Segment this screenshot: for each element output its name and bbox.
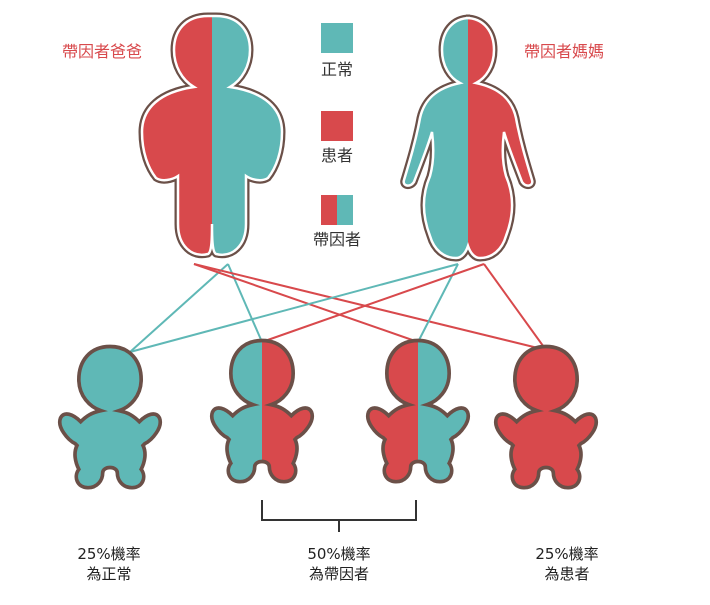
- line-mother-affected-to-child4: [483, 263, 547, 351]
- mother-figure: [390, 0, 548, 270]
- baby-carrier-1: [209, 338, 315, 484]
- legend-carrier-swatch-red: [321, 195, 337, 225]
- outcome-carrier-result: 為帶因者: [308, 565, 369, 583]
- father-label: 帶因者爸爸: [62, 42, 143, 61]
- legend-carrier-swatch-teal: [337, 195, 353, 225]
- outcome-normal: 25%機率 為正常: [44, 544, 174, 584]
- line-father-affected-to-child4: [193, 263, 547, 351]
- outcome-carrier-percent: 50%機率: [307, 545, 371, 563]
- line-mother-normal-to-child3: [417, 263, 459, 343]
- father-figure: [120, 0, 312, 270]
- outcome-affected-result: 為患者: [544, 565, 590, 583]
- mother-label: 帶因者媽媽: [524, 42, 605, 61]
- outcome-affected-percent: 25%機率: [535, 545, 599, 563]
- baby-carrier-2: [365, 338, 471, 484]
- outcome-normal-result: 為正常: [86, 565, 132, 583]
- legend-normal-swatch: [321, 23, 353, 53]
- baby-affected: [493, 344, 599, 490]
- legend-normal-label: 正常: [320, 60, 353, 79]
- legend: [321, 23, 353, 225]
- legend-affected-label: 患者: [320, 146, 353, 165]
- line-father-normal-to-child1: [129, 263, 229, 353]
- carrier-bracket: [261, 500, 417, 532]
- outcome-affected: 25%機率 為患者: [502, 544, 632, 584]
- line-father-affected-to-child3: [193, 263, 419, 343]
- line-mother-affected-to-child2: [261, 263, 485, 343]
- line-mother-normal-to-child1: [129, 263, 459, 353]
- inheritance-lines: [129, 263, 547, 353]
- outcome-carrier: 50%機率 為帶因者: [274, 544, 404, 584]
- legend-affected-swatch: [321, 111, 353, 141]
- legend-carrier-label: 帶因者: [312, 230, 361, 249]
- outcome-normal-percent: 25%機率: [77, 545, 141, 563]
- baby-normal: [57, 344, 163, 490]
